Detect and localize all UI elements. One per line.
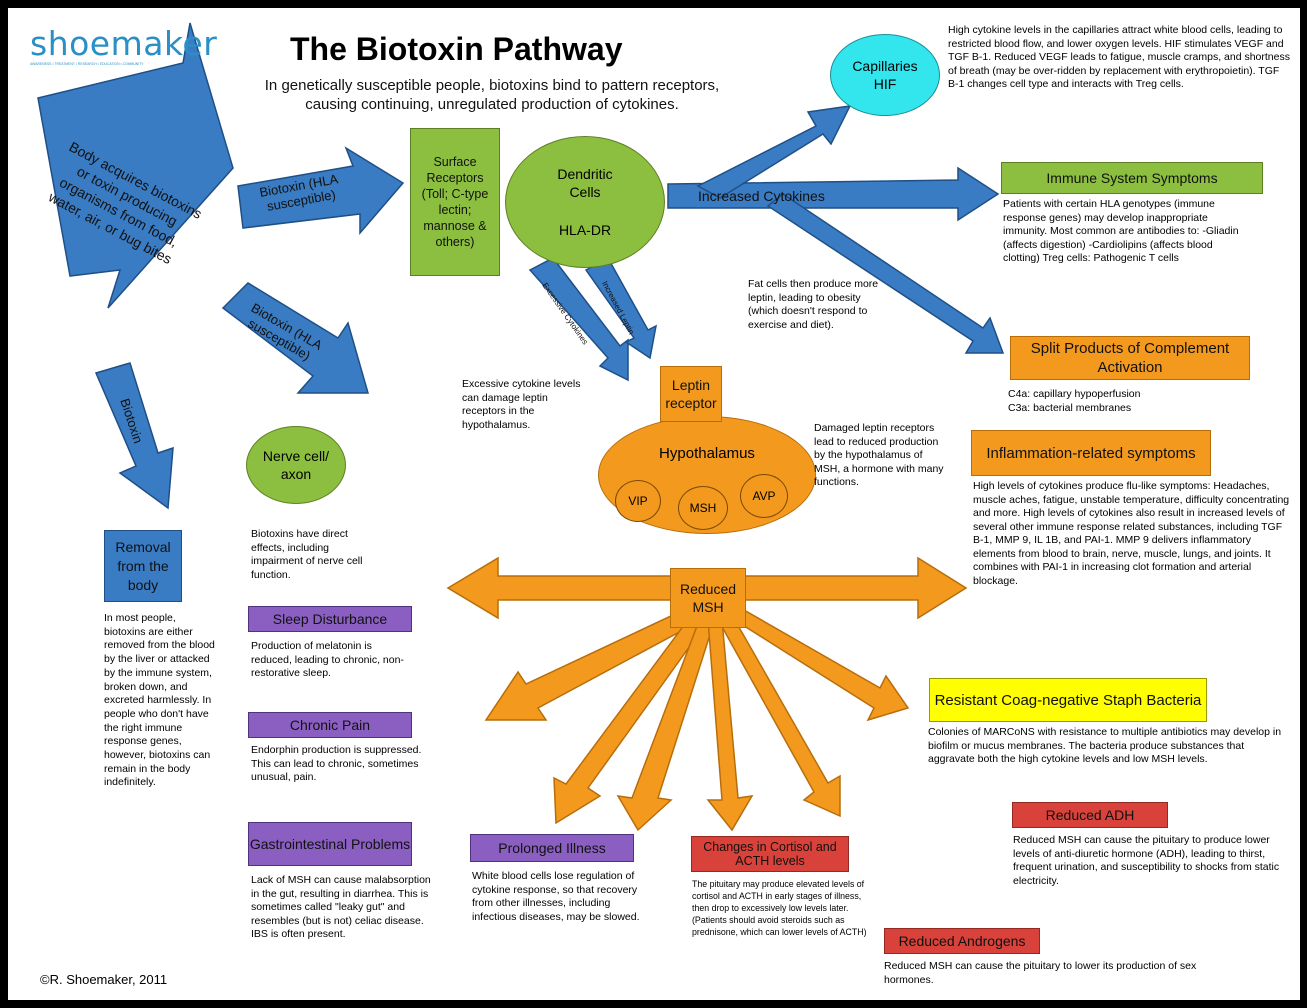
biotoxins-direct-text: Biotoxins have direct effects, including… <box>251 528 363 581</box>
gi-description: Lack of MSH can cause malabsorption in t… <box>251 874 431 940</box>
reduced-androgens-box: Reduced Androgens <box>884 928 1040 954</box>
inflammation-description: High levels of cytokines produce flu-lik… <box>973 480 1290 587</box>
complement-c4a: C4a: capillary hypoperfusion <box>1008 388 1141 400</box>
cells-label: Cells <box>569 184 601 200</box>
reduced-adh-box: Reduced ADH <box>1012 802 1168 828</box>
staph-box: Resistant Coag-negative Staph Bacteria <box>929 678 1207 722</box>
subtitle: In genetically susceptible people, bioto… <box>208 76 776 114</box>
pain-description: Endorphin production is suppressed. This… <box>251 744 422 783</box>
immune-description: Patients with certain HLA genotypes (imm… <box>1003 198 1239 264</box>
vip-label: VIP <box>628 494 648 508</box>
to-capillaries-arrow <box>696 105 852 199</box>
excessive-cytokine-text: Excessive cytokine levels can damage lep… <box>462 378 581 431</box>
inflammation-box: Inflammation-related symptoms <box>971 430 1211 476</box>
prolonged-illness-box: Prolonged Illness <box>470 834 634 862</box>
biotoxin-upper-arrow <box>237 146 405 236</box>
staph-description: Colonies of MARCoNS with resistance to m… <box>928 726 1282 765</box>
leptin-receptor-box: Leptin receptor <box>660 366 722 422</box>
subtitle-line-2: causing continuing, unregulated producti… <box>305 96 679 113</box>
chronic-pain-box: Chronic Pain <box>248 712 412 738</box>
increased-cytokines-arrow <box>667 166 1000 222</box>
to-complement-arrow <box>766 193 1005 354</box>
gi-problems-box: Gastrointestinal Problems <box>248 822 412 866</box>
logo: shoemaker AWARENESS • TREATMENT • RESEAR… <box>30 26 230 67</box>
increased-leptin-arrow <box>584 256 658 360</box>
damaged-leptin-text: Damaged leptin receptors lead to reduced… <box>814 422 944 488</box>
increased-cytokines-label: Increased Cytokines <box>698 188 825 204</box>
cortisol-box: Changes in Cortisol and ACTH levels <box>691 836 849 872</box>
sleep-disturbance-box: Sleep Disturbance <box>248 606 412 632</box>
removal-box: Removal from the body <box>104 530 182 602</box>
nerve-cell-ellipse: Nerve cell/ axon <box>246 426 346 504</box>
logo-text: shoemaker <box>30 24 218 63</box>
nerve-cell-label: Nerve cell/ axon <box>262 448 330 482</box>
complement-c3a: C3a: bacterial membranes <box>1008 402 1132 414</box>
page-title: The Biotoxin Pathway <box>290 31 623 67</box>
cortisol-description: The pituitary may produce elevated level… <box>692 879 867 937</box>
hypothalamus-label: Hypothalamus <box>659 445 755 462</box>
logo-tagline: AWARENESS • TREATMENT • RESEARCH • EDUCA… <box>30 62 144 66</box>
biotoxin-down-arrow <box>94 362 174 510</box>
dendritic-cells-ellipse: Dendritic Cells HLA-DR <box>505 136 665 268</box>
reduced-msh-box: Reduced MSH <box>670 568 746 628</box>
immune-system-symptoms-box: Immune System Symptoms <box>1001 162 1263 194</box>
fat-cells-text: Fat cells then produce more leptin, lead… <box>748 278 879 331</box>
hla-dr-label: HLA-DR <box>558 222 612 238</box>
vip-circle: VIP <box>615 480 661 522</box>
copyright: ©R. Shoemaker, 2011 <box>40 972 168 987</box>
sleep-description: Production of melatonin is reduced, lead… <box>251 640 404 679</box>
msh-label: MSH <box>689 501 717 515</box>
msh-circle: MSH <box>678 486 728 530</box>
arrows-layer <box>37 22 1005 832</box>
capillaries-ellipse: Capillaries HIF <box>830 34 940 116</box>
illness-description: White blood cells lose regulation of cyt… <box>472 870 640 923</box>
dendritic-label: Dendritic <box>557 166 613 182</box>
biotoxin-middle-arrow <box>221 282 369 394</box>
adh-description: Reduced MSH can cause the pituitary to p… <box>1013 834 1280 887</box>
excessive-cytokines-arrow <box>528 257 629 382</box>
complement-box: Split Products of Complement Activation <box>1010 336 1250 380</box>
biotoxin-pathway-poster: shoemaker AWARENESS • TREATMENT • RESEAR… <box>8 8 1300 1000</box>
avp-circle: AVP <box>740 474 788 518</box>
removal-description: In most people, biotoxins are either rem… <box>104 612 215 789</box>
capillaries-description: High cytokine levels in the capillaries … <box>948 24 1290 90</box>
subtitle-line-1: In genetically susceptible people, bioto… <box>264 77 720 94</box>
msh-fan-arrows <box>484 601 910 832</box>
avp-label: AVP <box>752 489 776 503</box>
capillaries-label: Capillaries <box>852 58 918 74</box>
body-acquires-arrow <box>37 22 234 309</box>
surface-receptors-box: Surface Receptors (Toll; C-type lectin; … <box>410 128 500 276</box>
androgens-description: Reduced MSH can cause the pituitary to l… <box>884 960 1197 986</box>
hif-label: HIF <box>873 76 897 92</box>
